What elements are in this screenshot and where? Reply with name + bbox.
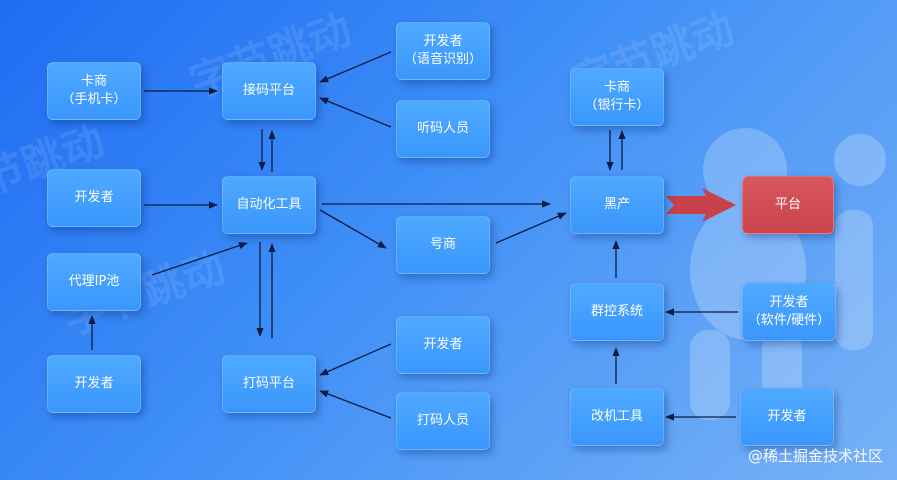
edge-heichan-to-platform (666, 188, 736, 222)
node-heichan[interactable]: 黑产 (570, 176, 664, 234)
edge-tingma-to-jiema (319, 97, 392, 128)
node-dev-left[interactable]: 开发者 (47, 169, 141, 227)
node-dama-platform[interactable]: 打码平台 (222, 355, 316, 413)
node-haoshang[interactable]: 号商 (396, 216, 490, 274)
footer-watermark: @稀土掘金技术社区 (747, 447, 883, 465)
node-dev-gaiji[interactable]: 开发者 (740, 388, 834, 446)
node-kashang-bank[interactable]: 卡商 （银行卡） (570, 68, 664, 126)
edge-devvoice-to-jiema (319, 51, 392, 83)
edges (88, 51, 738, 421)
node-jiema-platform[interactable]: 接码平台 (222, 62, 316, 120)
edge-haoshang-to-heichan (495, 212, 567, 244)
node-dama-person[interactable]: 打码人员 (396, 392, 490, 450)
node-dev-dama[interactable]: 开发者 (396, 316, 490, 374)
node-tingma-person[interactable]: 听码人员 (396, 100, 490, 158)
node-proxy-ip[interactable]: 代理IP池 (47, 253, 141, 311)
node-platform[interactable]: 平台 (742, 176, 834, 234)
node-auto-tool[interactable]: 自动化工具 (222, 176, 316, 234)
edge-damaperson-to-dama (319, 390, 392, 419)
node-dev-sw-hw[interactable]: 开发者 （软件/硬件） (742, 283, 836, 341)
edge-devdama-to-dama (319, 343, 392, 376)
node-dev-bottom[interactable]: 开发者 (47, 355, 141, 413)
astronaut-illustration (690, 128, 886, 420)
node-qunkong[interactable]: 群控系统 (570, 283, 664, 341)
node-dev-voice[interactable]: 开发者 （语音识别） (396, 22, 490, 80)
edge-auto-to-haoshang (319, 209, 387, 249)
edge-proxy-to-auto (151, 242, 248, 276)
node-kashang-sim[interactable]: 卡商 （手机卡） (47, 62, 141, 120)
node-gaiji-tool[interactable]: 改机工具 (570, 388, 664, 446)
